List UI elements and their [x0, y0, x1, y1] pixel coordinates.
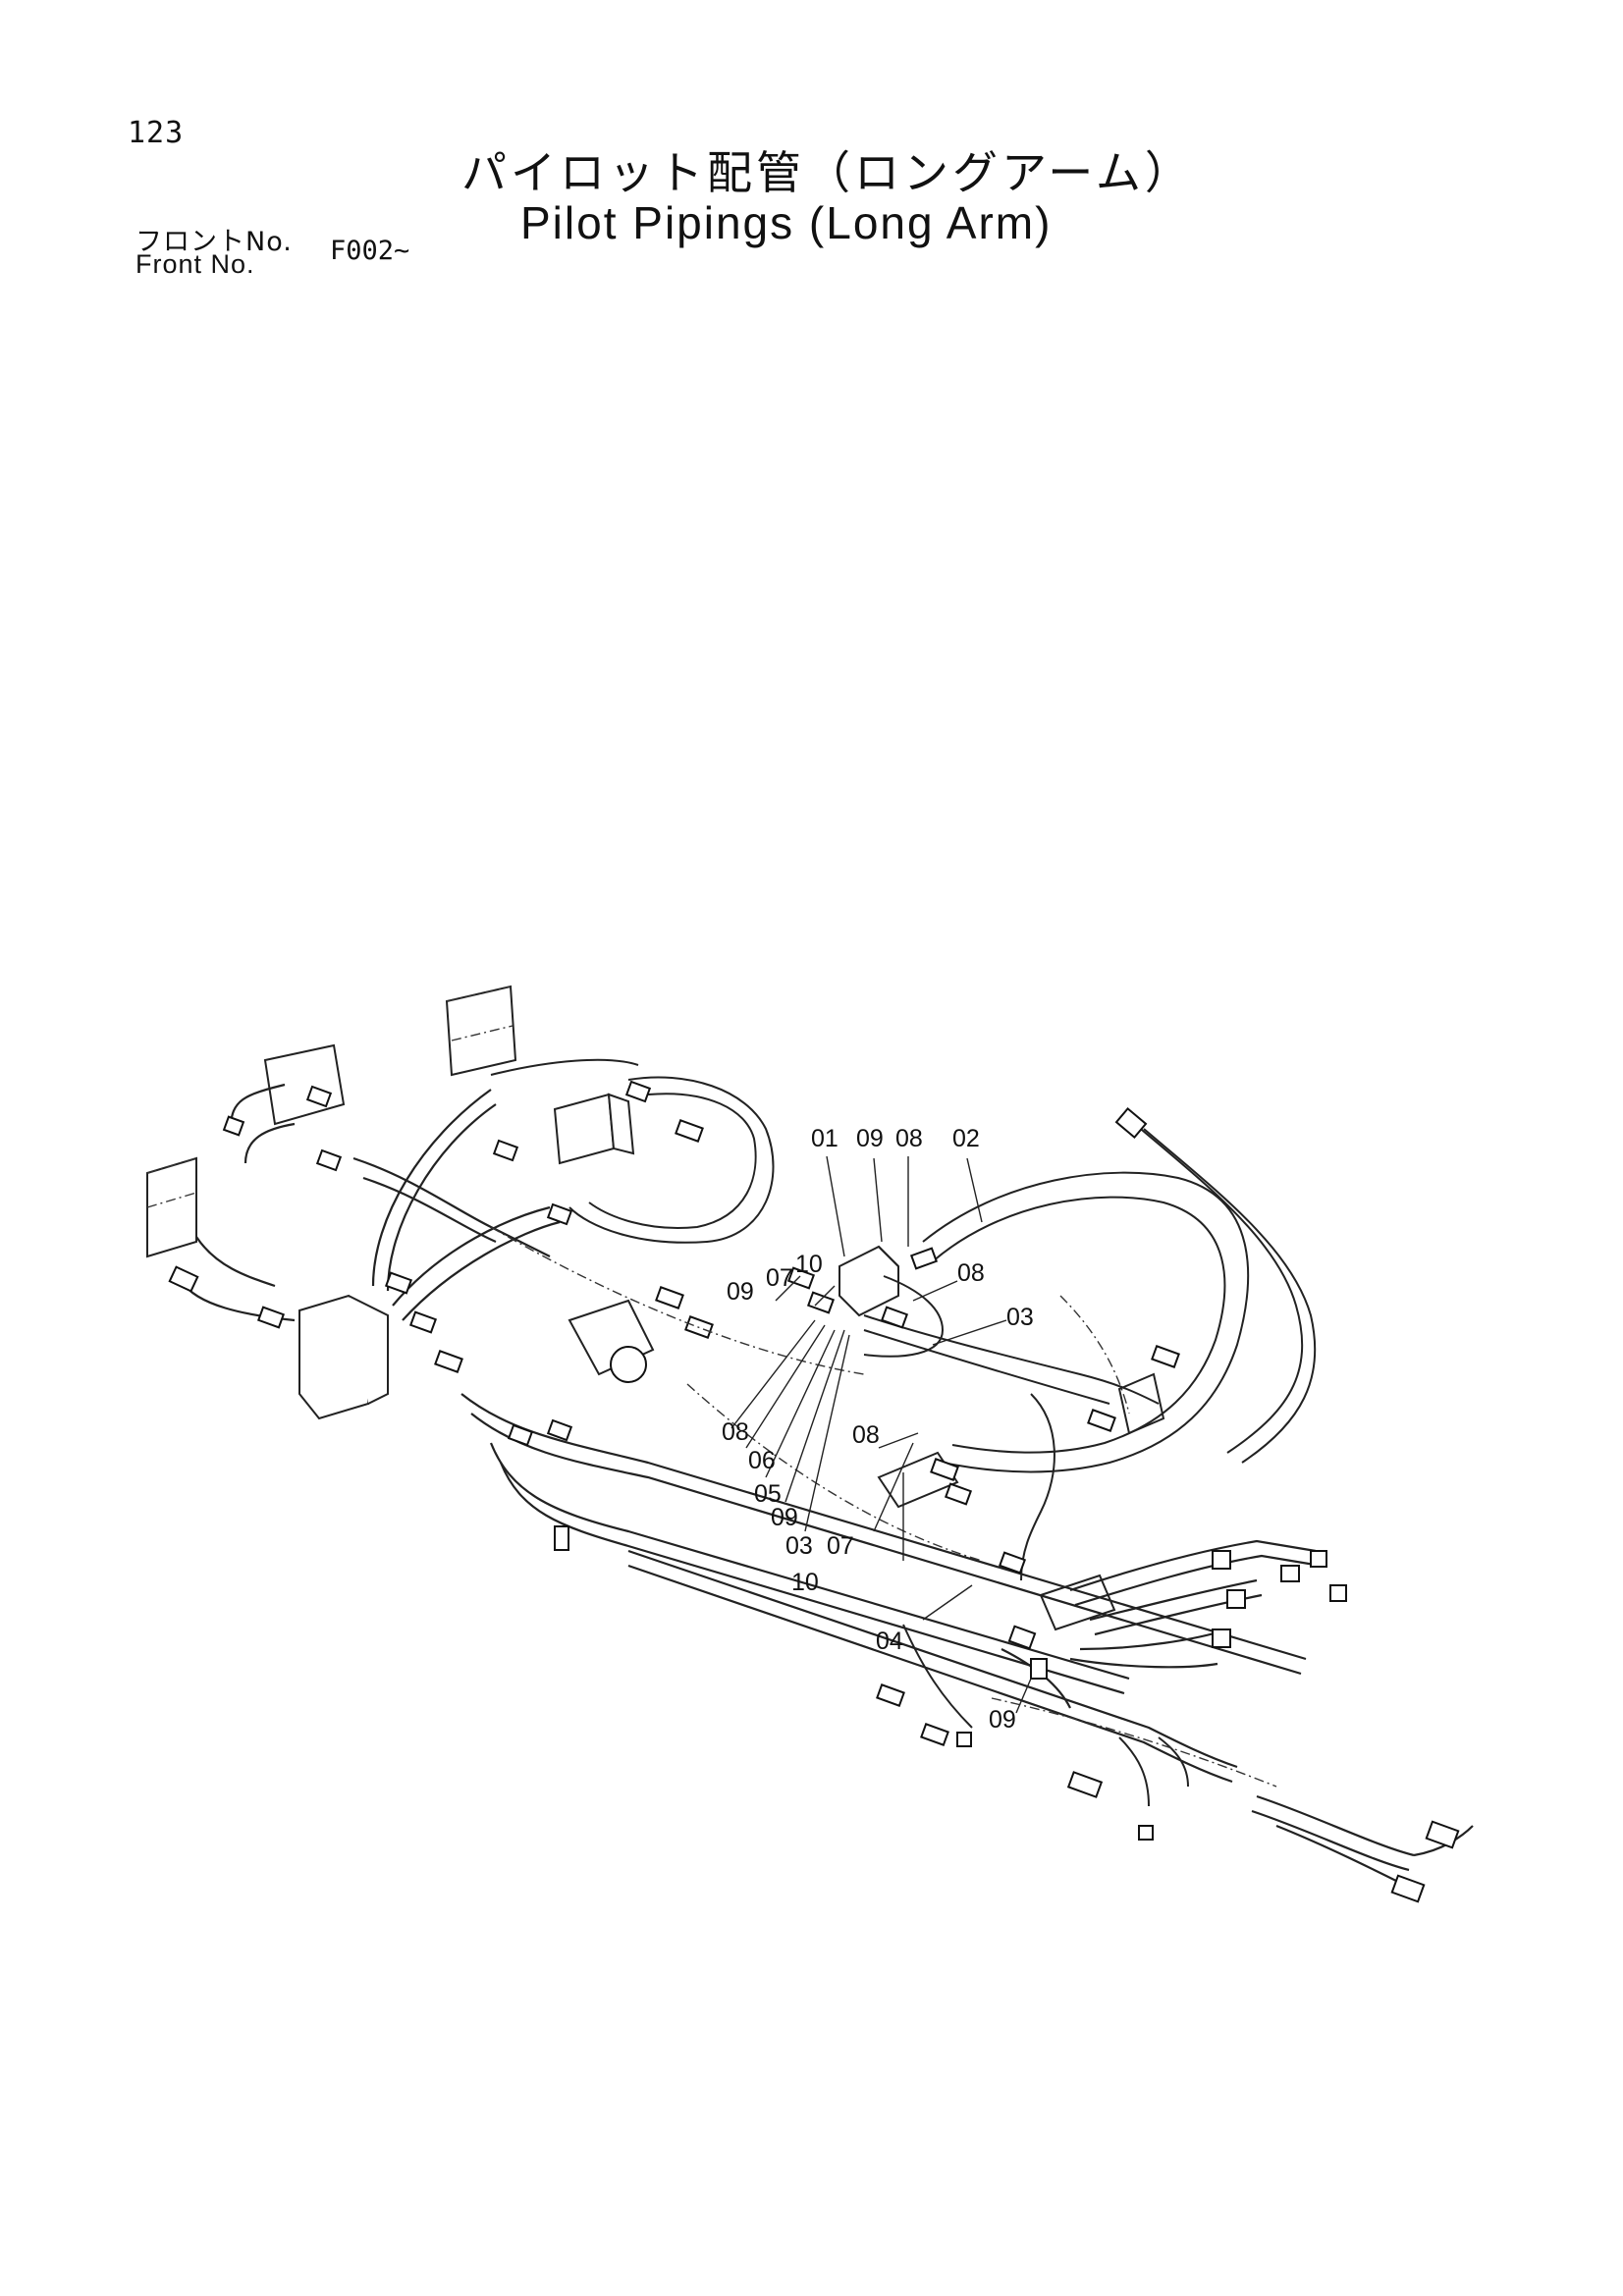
manifold-center [839, 1245, 899, 1317]
junction-block-upper [553, 1093, 635, 1165]
block-right [1117, 1372, 1165, 1435]
callout-06: 06 [748, 1447, 776, 1474]
callout-08: 08 [895, 1125, 923, 1152]
callout-01: 01 [811, 1125, 839, 1152]
callout-labels: 01 09 08 02 10 07 09 08 03 08 06 05 09 0… [722, 1125, 1034, 1734]
callout-02: 02 [952, 1125, 980, 1152]
callout-09: 09 [856, 1125, 884, 1152]
front-number-label-english: Front No. [135, 249, 255, 279]
title-english: Pilot Pipings (Long Arm) [520, 197, 1053, 248]
hose-loop-upper [490, 1058, 775, 1244]
callout-10: 10 [791, 1569, 819, 1596]
fittings [168, 1080, 1460, 1903]
callout-09: 09 [771, 1504, 798, 1531]
leader-lines [730, 1155, 1032, 1714]
shuttle-valve [568, 1299, 655, 1383]
front-number-label-japanese: フロントNo. [135, 227, 293, 257]
front-number-value: F002~ [330, 236, 410, 266]
pipe-bundle-upper-left [181, 1083, 561, 1322]
valve-block-left [146, 985, 517, 1258]
callout-08: 08 [852, 1421, 880, 1449]
title-japanese: パイロット配管（ロングアーム） [461, 146, 1194, 199]
pipe-bundle-long-lower [460, 1393, 1415, 1872]
callout-03: 03 [1006, 1304, 1034, 1331]
manifold-left [298, 1294, 389, 1420]
hose-loop-right-large [922, 1118, 1317, 1473]
callout-07: 07 [766, 1264, 793, 1292]
callout-04: 04 [876, 1628, 903, 1655]
callout-03: 03 [785, 1532, 813, 1560]
callout-08: 08 [722, 1418, 749, 1446]
callout-09: 09 [989, 1706, 1016, 1734]
callout-10: 10 [795, 1251, 823, 1278]
callout-08: 08 [957, 1259, 985, 1287]
callout-05: 05 [754, 1480, 782, 1508]
hose-center-diagonal [863, 1275, 1160, 1581]
hose-lower-left [902, 1624, 1189, 1807]
callout-09: 09 [727, 1278, 754, 1306]
page-number: 123 [128, 116, 185, 150]
callout-07: 07 [827, 1532, 854, 1560]
center-lines [490, 1226, 1277, 1788]
